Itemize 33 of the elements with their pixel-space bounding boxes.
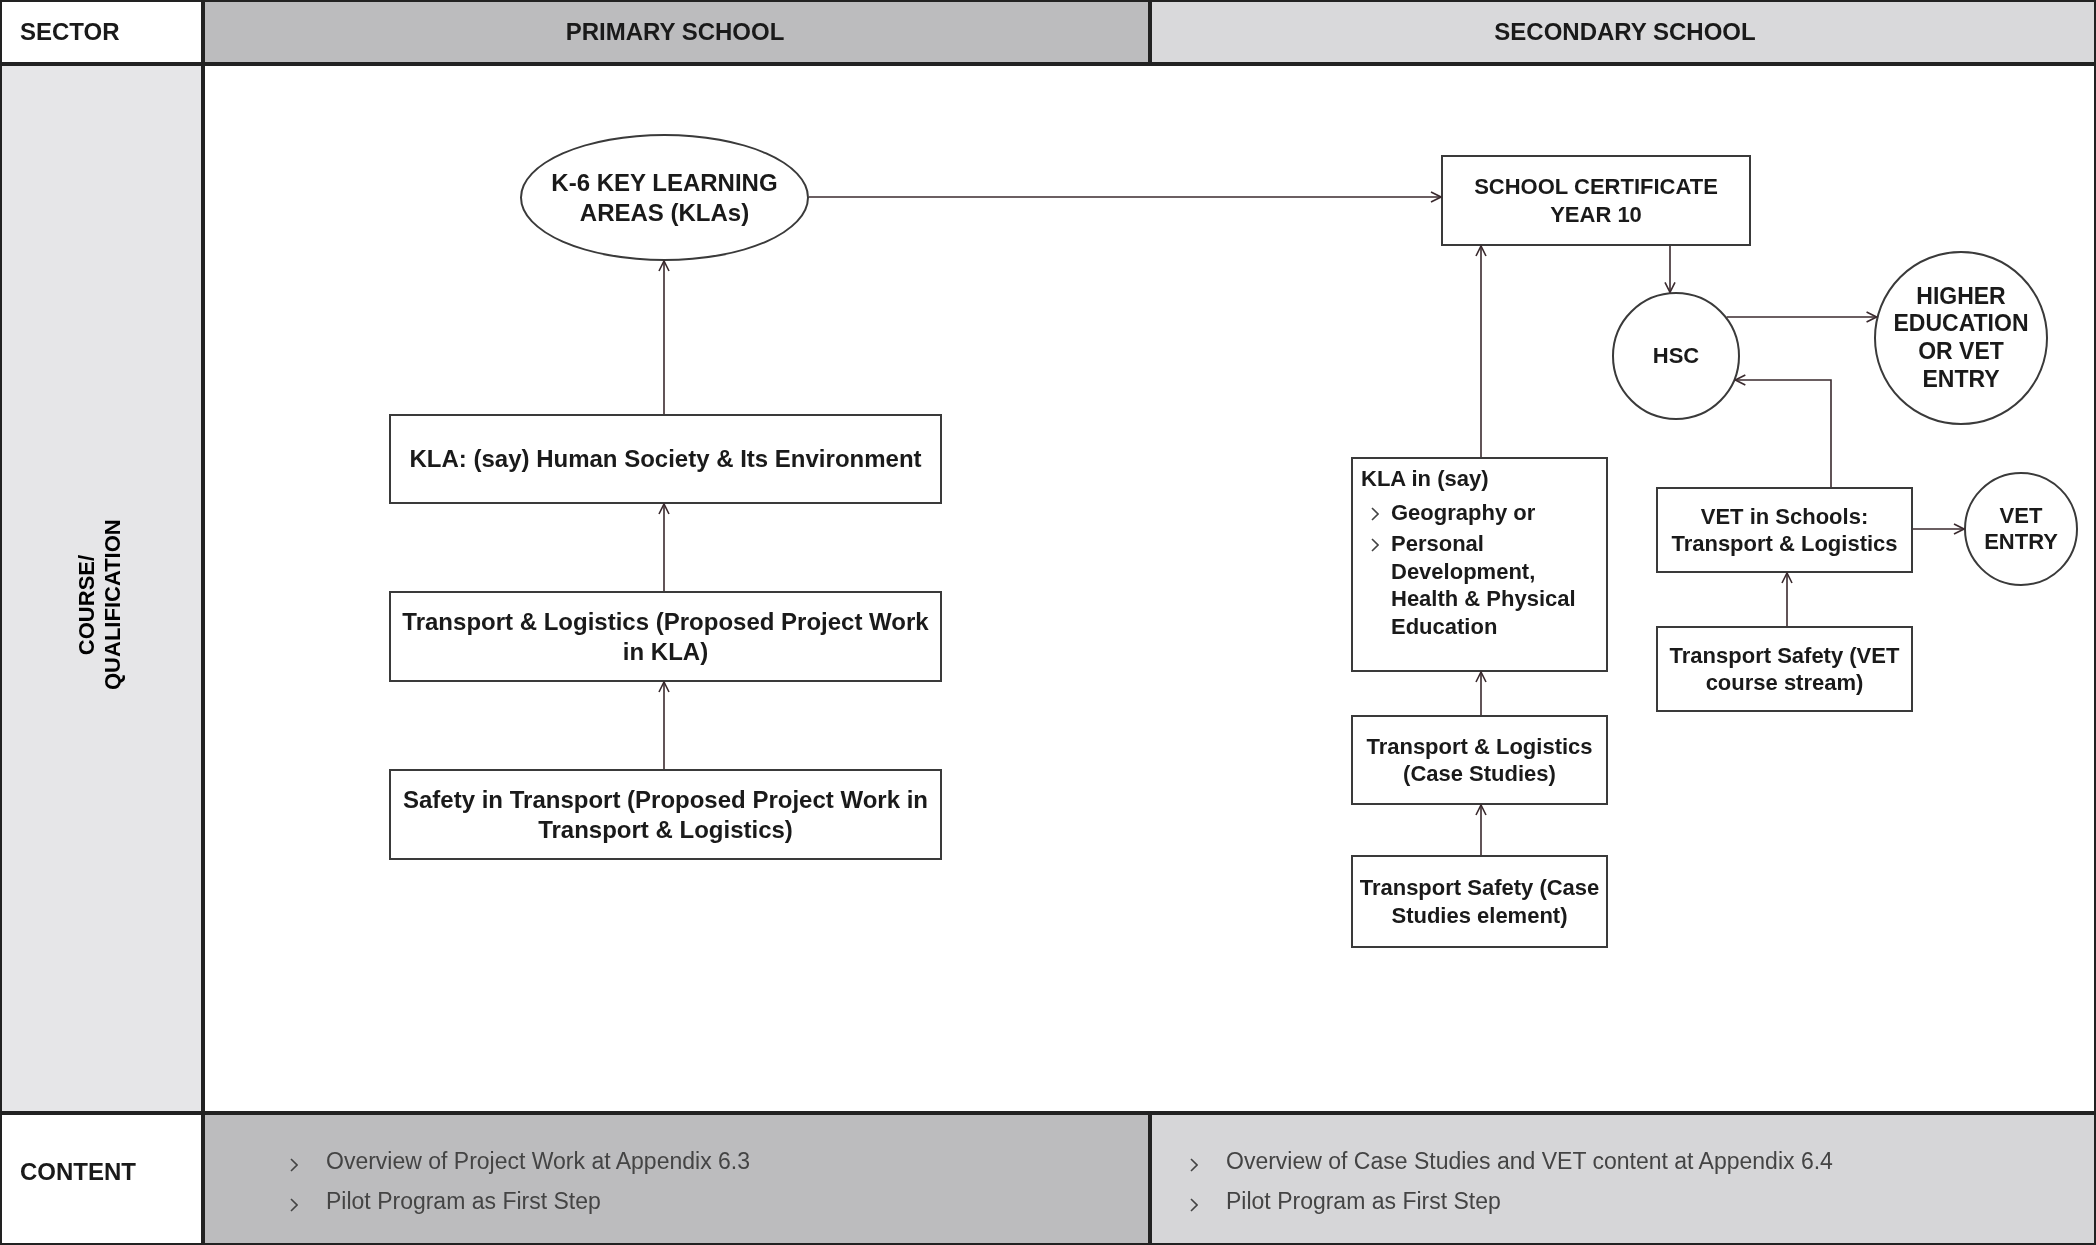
arrow xyxy=(1664,245,1676,294)
arrow xyxy=(1475,671,1487,716)
arrow xyxy=(658,503,670,592)
bullet-item: Geography or xyxy=(1391,499,1536,525)
arrow xyxy=(808,191,1442,203)
row-header: COURSE/ QUALIFICATION xyxy=(73,518,126,692)
process-box xyxy=(1351,457,1608,672)
process-box: Transport Safety (VET course stream) xyxy=(1656,626,1913,712)
content-note: Overview of Case Studies and VET content at Appendix 6.4 xyxy=(1226,1148,1833,1175)
row-header: CONTENT xyxy=(20,1157,136,1187)
process-box: Transport Safety (Case Studies element) xyxy=(1351,855,1608,948)
process-box: Transport & Logistics (Proposed Project Work in KLA) xyxy=(389,591,942,682)
arrow xyxy=(1475,804,1487,856)
content-note: Pilot Program as First Step xyxy=(326,1188,601,1215)
arrow xyxy=(658,681,670,770)
process-box: Safety in Transport (Proposed Project Work in Transport & Logistics) xyxy=(389,769,942,860)
arrow xyxy=(1475,245,1487,458)
column-header: PRIMARY SCHOOL xyxy=(564,17,786,47)
arrow xyxy=(1912,523,1965,535)
arrow xyxy=(1781,572,1793,627)
process-box: KLA: (say) Human Society & Its Environment xyxy=(389,414,942,504)
arrow xyxy=(658,260,670,415)
node-heading: KLA in (say) xyxy=(1361,465,1489,493)
process-box: VET in Schools: Transport & Logistics xyxy=(1656,487,1913,573)
column-header: SECTOR xyxy=(20,17,120,47)
process-box: Transport & Logistics (Case Studies) xyxy=(1351,715,1608,805)
arrow xyxy=(1734,374,1832,488)
column-header: SECONDARY SCHOOL xyxy=(1493,17,1757,47)
content-note: Overview of Project Work at Appendix 6.3 xyxy=(326,1148,750,1175)
bullet-item: Personal Development, Health & Physical Education xyxy=(1391,531,1576,639)
content-note: Pilot Program as First Step xyxy=(1226,1188,1501,1215)
process-box: SCHOOL CERTIFICATE YEAR 10 xyxy=(1441,155,1751,246)
arrow xyxy=(1725,311,1878,323)
